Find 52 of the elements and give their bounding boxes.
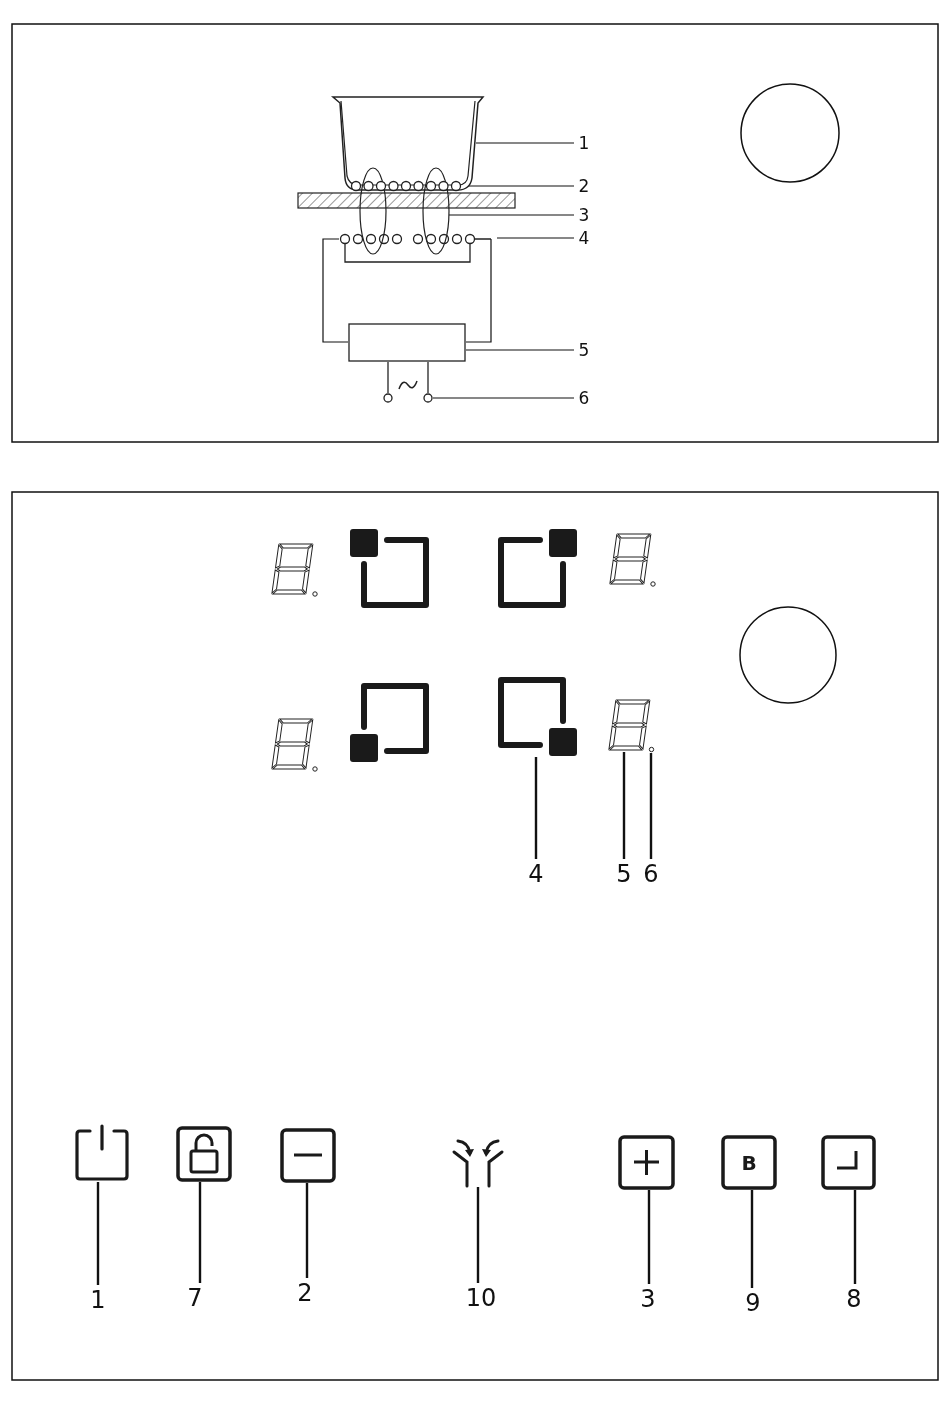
plus-button bbox=[618, 1135, 675, 1190]
terminal-icon bbox=[423, 393, 433, 403]
leader-line bbox=[476, 1187, 480, 1283]
leader-line bbox=[750, 1190, 754, 1288]
wire bbox=[322, 238, 349, 343]
callout-number: 2 bbox=[564, 177, 604, 195]
leader-line bbox=[467, 185, 575, 187]
leader-line bbox=[96, 1182, 100, 1285]
callout-number: 7 bbox=[175, 1286, 215, 1310]
leader-line bbox=[622, 752, 626, 859]
callout-number: 10 bbox=[461, 1286, 501, 1310]
pot-drawing bbox=[331, 95, 485, 192]
electronics-box bbox=[348, 323, 466, 362]
leader-line bbox=[853, 1190, 857, 1284]
leader-line bbox=[534, 757, 538, 859]
callout-number: 3 bbox=[628, 1287, 668, 1311]
callout-number: 6 bbox=[564, 389, 604, 407]
wire bbox=[387, 361, 389, 394]
decimal-dot-icon bbox=[648, 746, 655, 753]
circle-mark bbox=[739, 606, 837, 704]
callout-number: 3 bbox=[564, 206, 604, 224]
leader-line bbox=[198, 1182, 202, 1283]
callout-number: 5 bbox=[564, 341, 604, 359]
lock-button bbox=[176, 1126, 232, 1182]
power-button bbox=[74, 1124, 130, 1182]
callout-number: 4 bbox=[564, 229, 604, 247]
leader-line bbox=[647, 1190, 651, 1284]
circle-mark bbox=[740, 83, 840, 183]
callout-number: 9 bbox=[733, 1291, 773, 1315]
wire bbox=[465, 238, 492, 343]
callout-number: 2 bbox=[285, 1281, 325, 1305]
callout-number: 1 bbox=[78, 1288, 118, 1312]
leader-line bbox=[649, 753, 653, 859]
leader-line bbox=[432, 397, 575, 399]
leader-line bbox=[496, 237, 575, 239]
hatched-plate bbox=[297, 192, 516, 209]
leader-line bbox=[475, 142, 575, 144]
callout-number: 1 bbox=[564, 134, 604, 152]
cooking-zone-icon bbox=[498, 677, 578, 757]
callout-number: 8 bbox=[834, 1287, 874, 1311]
minus-button bbox=[280, 1128, 336, 1183]
field-line-loop bbox=[422, 167, 450, 255]
leader-line bbox=[448, 214, 575, 216]
field-line-loop bbox=[359, 167, 387, 255]
terminal-icon bbox=[383, 393, 393, 403]
induction-coil-drawing bbox=[339, 233, 491, 264]
leader-line bbox=[305, 1183, 309, 1278]
timer-button bbox=[821, 1135, 876, 1190]
letter-button: B bbox=[721, 1135, 777, 1190]
leader-line bbox=[465, 349, 575, 351]
callout-number: 4 bbox=[516, 862, 556, 886]
wire bbox=[427, 361, 429, 394]
